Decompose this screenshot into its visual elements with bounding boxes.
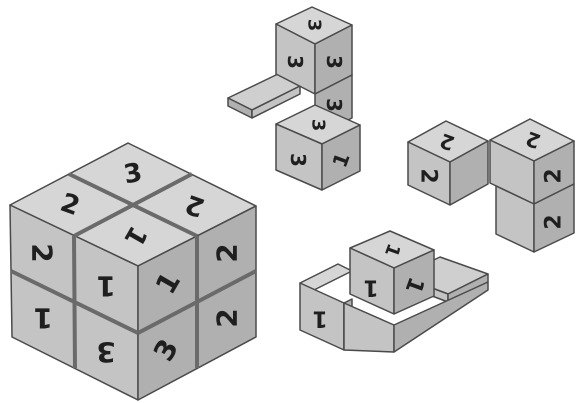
l-piece-right-cube-right-label: 2	[542, 168, 567, 183]
large-assembled-cube[interactable]: 3 2 2 1 2 1 1 3 1 2 3 2	[10, 143, 256, 400]
tower-middle-cube-right-label: 3	[322, 98, 346, 112]
tower-bottom-cube-left-label: 3	[286, 153, 310, 167]
tower-top-cube-left-label: 3	[283, 55, 307, 69]
flat-piece-bottom[interactable]: 1 1 1 1	[300, 231, 488, 352]
tower-piece[interactable]: 3 3 3 3 3 3 1	[228, 7, 360, 190]
large-cube-right-top-right-label: 2	[211, 243, 244, 262]
l-piece-lower-cube-right-label: 2	[542, 214, 567, 229]
large-cube-left-bottom-left-label: 1	[33, 302, 52, 335]
tower-top-cube-right-label: 3	[322, 55, 346, 69]
large-cube-left-top-left-label: 2	[26, 243, 59, 262]
flat-right-cube-left-label: 1	[363, 275, 378, 300]
large-cube-left-bottom-right-label: 3	[96, 336, 115, 369]
l-piece-right[interactable]: 2 2 2 2 2	[408, 119, 574, 252]
tower-top-cube-top-label: 3	[304, 19, 325, 32]
tower-bottom-cube-top-label: 3	[308, 119, 329, 132]
flat-left-cube-left-label: 1	[312, 306, 327, 331]
large-cube-right-bottom-right-label: 2	[211, 308, 244, 327]
large-cube-left-top-right-label: 1	[96, 270, 115, 303]
l-piece-left-cube-left-label: 2	[416, 168, 441, 183]
